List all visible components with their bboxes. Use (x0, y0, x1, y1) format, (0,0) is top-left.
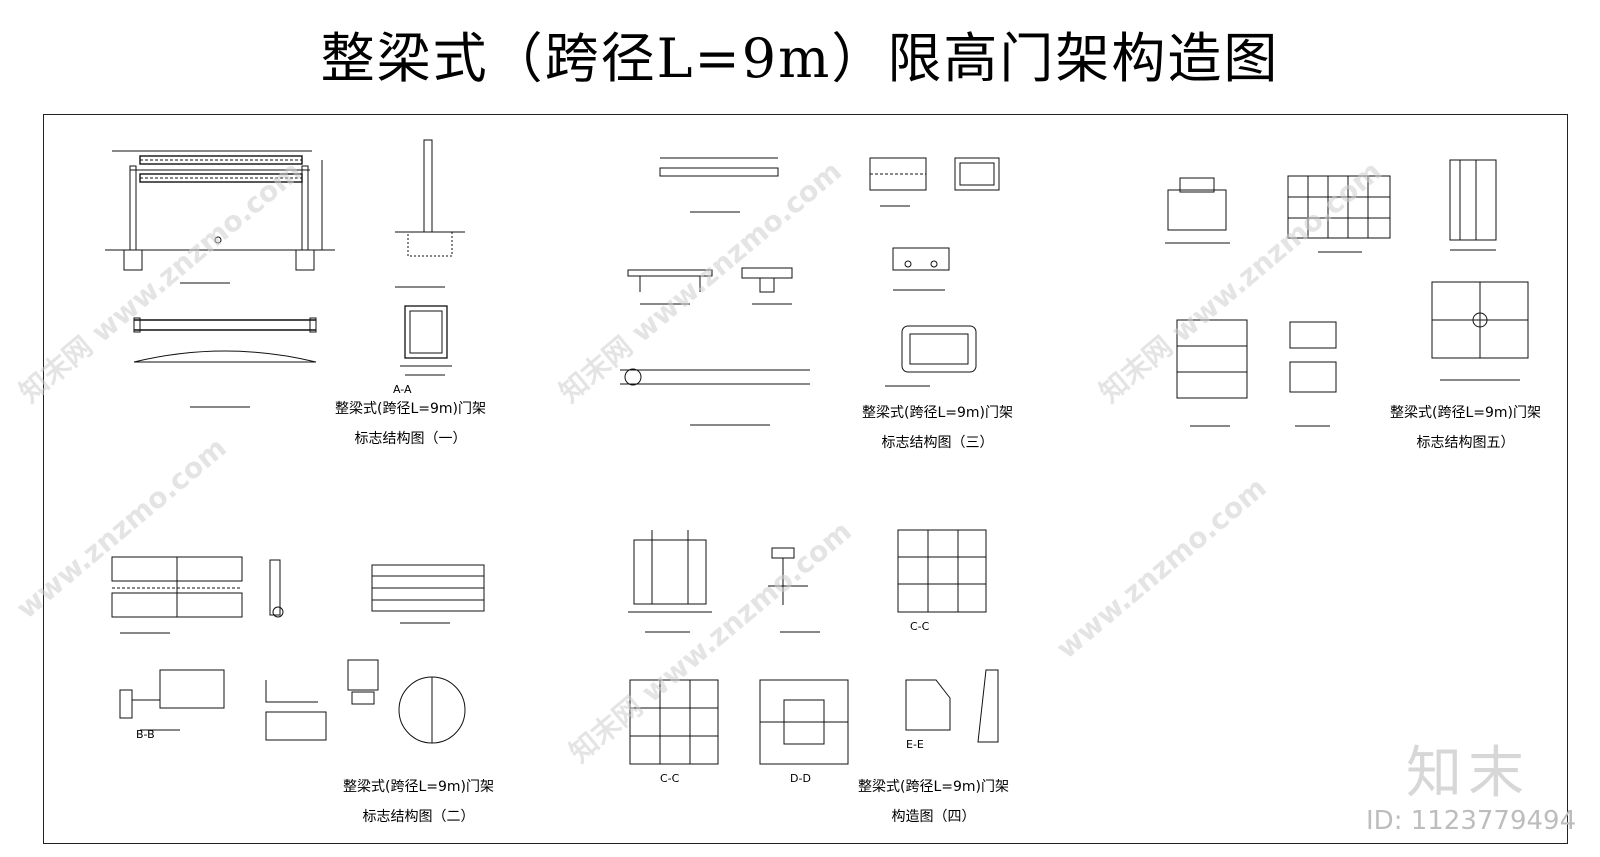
sheet-caption-4-line1: 整梁式(跨径L=9m)门架 (858, 779, 1009, 795)
sheet-caption-3-line1: 整梁式(跨径L=9m)门架 (862, 405, 1013, 421)
drawing-frame (43, 114, 1568, 844)
column-side-view (395, 139, 465, 288)
sheet-caption-5-line2: 标志结构图五） (1416, 435, 1515, 451)
beam-elevation (133, 317, 317, 408)
section-label-d-d: D-D (790, 772, 811, 785)
sheet-caption-2-line2: 标志结构图（二） (362, 809, 475, 825)
drawing-title: 整梁式（跨径L=9m）限高门架构造图 (320, 27, 1280, 90)
id-label: ID: 1123779494 (1366, 806, 1577, 836)
section-label-b-b: B-B (136, 728, 155, 741)
sheet-caption-5-line1: 整梁式(跨径L=9m)门架 (1390, 405, 1541, 421)
section-label-c-c-2: C-C (660, 772, 680, 785)
brand-logo: 知末 (1406, 741, 1530, 806)
sheet-caption-2: 整梁式(跨径L=9m)门架 标志结构图（二） (343, 776, 494, 826)
sheet2-details (111, 556, 485, 744)
gantry-elevation (105, 150, 335, 284)
sheet-caption-4: 整梁式(跨径L=9m)门架 构造图（四） (858, 776, 1009, 826)
sheet-caption-2-line1: 整梁式(跨径L=9m)门架 (343, 779, 494, 795)
sheet-caption-3: 整梁式(跨径L=9m)门架 标志结构图（三） (862, 402, 1013, 452)
sheet-caption-3-line2: 标志结构图（三） (881, 435, 994, 451)
sheet-caption-1-line1: 整梁式(跨径L=9m)门架 (335, 401, 486, 417)
sheet5-details (1165, 159, 1529, 427)
sheet3-details (869, 157, 1000, 387)
section-label-c-c: C-C (910, 620, 930, 633)
sheet4-details (628, 529, 999, 765)
sheet-caption-4-line2: 构造图（四） (891, 809, 976, 825)
sheet-caption-1-line2: 标志结构图（一） (354, 431, 467, 447)
sheet-caption-1: 整梁式(跨径L=9m)门架 标志结构图（一） (335, 398, 486, 448)
section-a-a (400, 305, 452, 376)
section-label-e-e: E-E (906, 738, 924, 751)
crossbeam-views (620, 157, 810, 426)
sheet-caption-5: 整梁式(跨径L=9m)门架 标志结构图五） (1390, 402, 1541, 452)
section-label-a-a: A-A (393, 383, 412, 396)
